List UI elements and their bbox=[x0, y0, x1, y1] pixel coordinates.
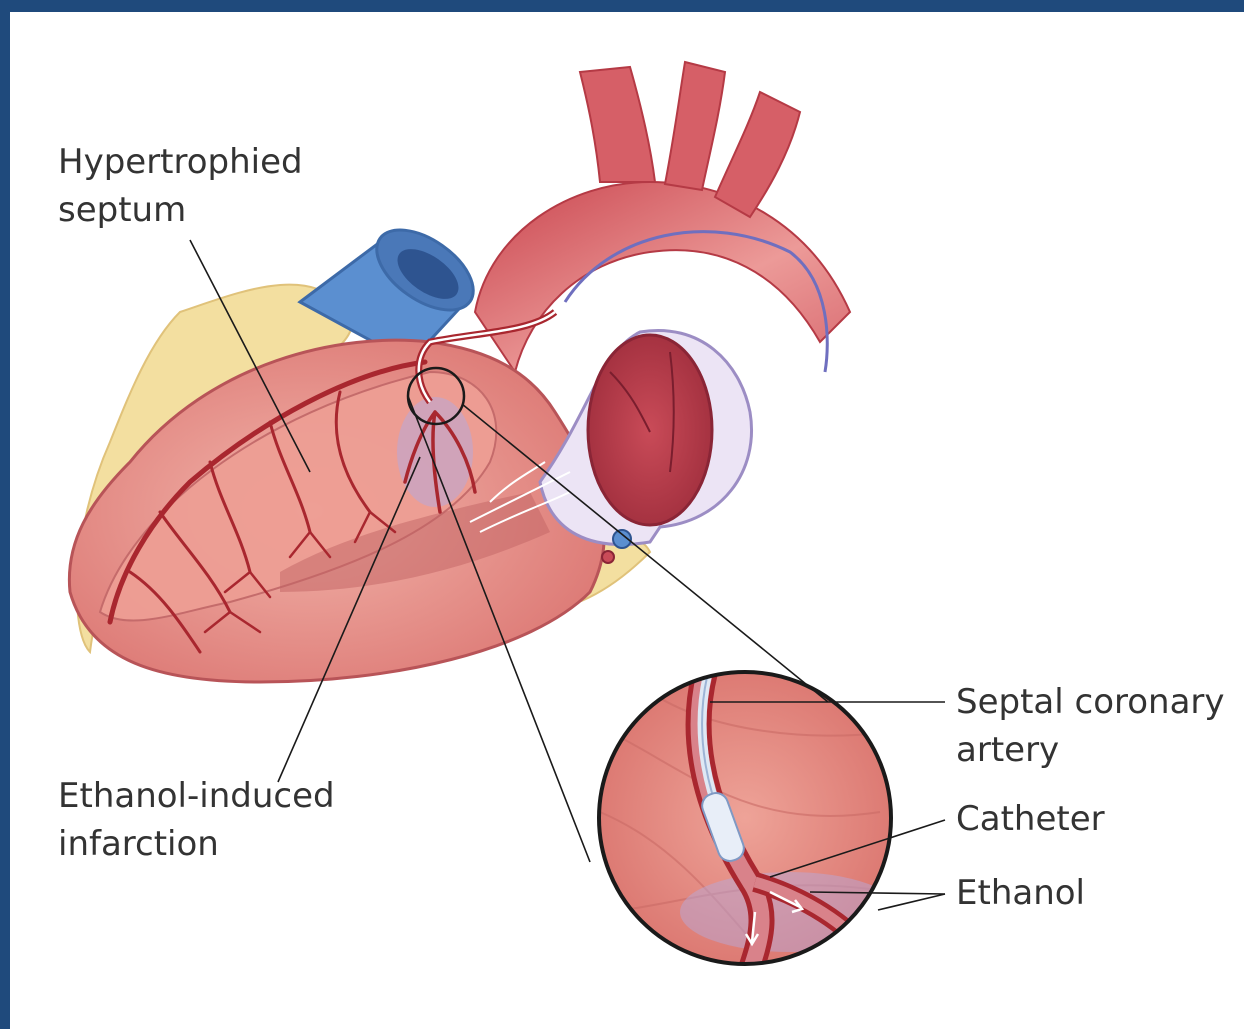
label-hypertrophied-septum: Hypertrophied septum bbox=[58, 138, 303, 234]
illustration-panel: Hypertrophied septum Ethanol-induced inf… bbox=[10, 12, 1244, 1029]
label-septal-coronary-artery: Septal coronary artery bbox=[956, 678, 1225, 774]
label-catheter: Catheter bbox=[956, 795, 1105, 843]
label-ethanol-induced-infarction: Ethanol-induced infarction bbox=[58, 772, 335, 868]
label-ethanol: Ethanol bbox=[956, 869, 1085, 917]
leader-ethanol-2 bbox=[878, 894, 945, 910]
magnified-inset bbox=[599, 672, 900, 972]
